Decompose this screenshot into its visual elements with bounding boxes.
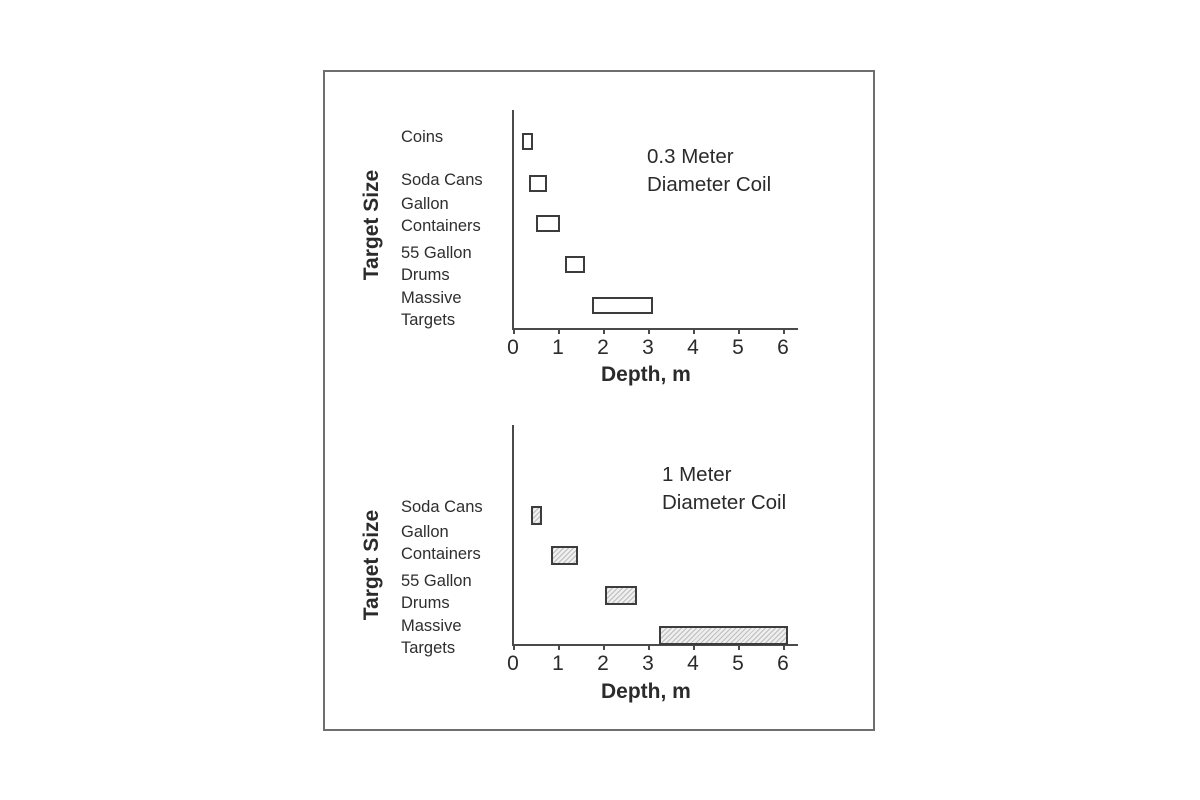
y-axis-title: Target Size xyxy=(360,169,383,281)
x-axis-title: Depth, m xyxy=(601,680,691,703)
x-tick-mark xyxy=(603,645,605,650)
x-tick-mark xyxy=(783,329,785,334)
x-tick-mark xyxy=(558,329,560,334)
x-tick-mark xyxy=(558,645,560,650)
category-label-massive: Massive xyxy=(401,289,462,307)
x-tick-mark xyxy=(513,329,515,334)
coil-annotation-line2: Diameter Coil xyxy=(647,173,772,196)
category-label-targets: Targets xyxy=(401,639,456,657)
category-label-targets: Targets xyxy=(401,311,456,329)
x-tick-label: 3 xyxy=(642,652,654,675)
x-tick-label: 0 xyxy=(507,336,519,359)
x-tick-mark xyxy=(648,645,650,650)
y-axis-line xyxy=(512,110,514,330)
x-tick-mark xyxy=(738,329,740,334)
category-label-soda-cans: Soda Cans xyxy=(401,171,483,189)
range-bar-gallon-containers xyxy=(551,546,579,565)
x-tick-label: 5 xyxy=(732,652,744,675)
category-label-gallon: Gallon xyxy=(401,523,449,541)
range-bar-coins xyxy=(522,133,534,150)
category-label-containers: Containers xyxy=(401,217,481,235)
category-label-soda-cans: Soda Cans xyxy=(401,498,483,516)
x-tick-label: 2 xyxy=(597,336,609,359)
x-tick-label: 1 xyxy=(552,652,564,675)
range-bar-massive-targets xyxy=(591,297,653,314)
x-tick-mark xyxy=(513,645,515,650)
x-axis-line xyxy=(512,644,798,646)
range-bar-55-gallon-drums xyxy=(564,256,585,273)
x-tick-mark xyxy=(693,329,695,334)
coil-annotation-line2: Diameter Coil xyxy=(662,491,787,514)
x-tick-label: 6 xyxy=(777,652,789,675)
x-tick-label: 1 xyxy=(552,336,564,359)
x-tick-label: 6 xyxy=(777,336,789,359)
coil-annotation-line1: 1 Meter xyxy=(662,463,732,486)
category-label-55-gallon: 55 Gallon xyxy=(401,244,472,262)
category-label-drums: Drums xyxy=(401,594,450,612)
x-tick-mark xyxy=(693,645,695,650)
x-tick-label: 4 xyxy=(687,336,699,359)
category-label-massive: Massive xyxy=(401,617,462,635)
category-label-55-gallon: 55 Gallon xyxy=(401,572,472,590)
range-bar-55-gallon-drums xyxy=(605,586,637,605)
x-tick-label: 2 xyxy=(597,652,609,675)
x-tick-mark xyxy=(738,645,740,650)
x-tick-mark xyxy=(783,645,785,650)
figure-frame xyxy=(323,70,875,731)
category-label-coins: Coins xyxy=(401,128,444,146)
y-axis-line xyxy=(512,425,514,646)
range-bar-massive-targets xyxy=(659,626,788,645)
x-tick-label: 4 xyxy=(687,652,699,675)
x-tick-label: 5 xyxy=(732,336,744,359)
range-bar-soda-cans xyxy=(531,506,543,525)
range-bar-gallon-containers xyxy=(535,215,561,232)
x-axis-line xyxy=(512,328,798,330)
x-tick-mark xyxy=(648,329,650,334)
x-axis-title: Depth, m xyxy=(601,363,691,386)
category-label-drums: Drums xyxy=(401,266,450,284)
x-tick-label: 0 xyxy=(507,652,519,675)
x-tick-label: 3 xyxy=(642,336,654,359)
y-axis-title: Target Size xyxy=(360,509,383,621)
range-bar-soda-cans xyxy=(528,175,547,192)
category-label-containers: Containers xyxy=(401,545,481,563)
x-tick-mark xyxy=(603,329,605,334)
coil-annotation-line1: 0.3 Meter xyxy=(647,145,734,168)
category-label-gallon: Gallon xyxy=(401,195,449,213)
